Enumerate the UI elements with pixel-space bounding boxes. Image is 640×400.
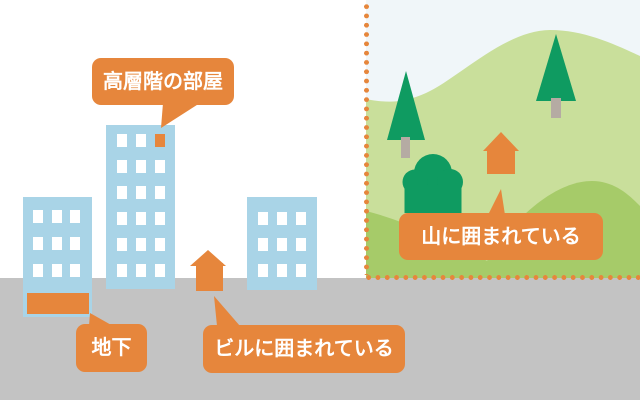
pine-tree-left-trunk — [401, 137, 410, 158]
mountain-house-roof — [483, 129, 519, 151]
window — [154, 264, 165, 277]
window — [135, 212, 146, 225]
label-surrounded-by-buildings: ビルに囲まれている — [203, 325, 405, 373]
panel-dotted-border-left — [363, 2, 369, 275]
building-tall-center — [106, 125, 175, 289]
window — [33, 210, 43, 223]
label-basement: 地下 — [76, 324, 147, 372]
window — [51, 237, 62, 250]
window — [33, 264, 43, 277]
label-surrounded-by-buildings-text: ビルに囲まれている — [214, 338, 394, 360]
window — [70, 237, 80, 250]
window — [135, 134, 146, 147]
city-house — [196, 263, 223, 291]
pine-tree-left-icon — [387, 68, 425, 140]
window — [277, 238, 287, 251]
window — [116, 186, 127, 199]
building-right — [247, 197, 317, 290]
building-left — [23, 197, 92, 317]
window — [116, 134, 127, 147]
window — [70, 264, 80, 277]
window — [51, 210, 62, 223]
building-tall-windows — [106, 125, 175, 277]
window — [258, 238, 268, 251]
high-floor-room-window — [154, 134, 165, 147]
window — [33, 237, 43, 250]
building-left-windows — [23, 197, 92, 277]
mountain-house — [487, 148, 515, 174]
pine-tree-right-trunk — [551, 98, 561, 118]
window — [154, 160, 165, 173]
panel-dotted-border-bottom — [364, 275, 640, 280]
window — [70, 210, 80, 223]
window — [135, 186, 146, 199]
window — [154, 212, 165, 225]
window — [116, 160, 127, 173]
window — [277, 264, 287, 277]
window — [116, 212, 127, 225]
window — [135, 160, 146, 173]
window — [135, 264, 146, 277]
window — [296, 212, 306, 225]
basement-highlight — [27, 293, 89, 314]
window — [296, 264, 306, 277]
label-high-floor-room-text: 高層階の部屋 — [103, 70, 223, 93]
city-house-roof — [190, 247, 226, 266]
window — [51, 264, 62, 277]
window — [154, 238, 165, 251]
label-surrounded-by-mountains-text: 山に囲まれている — [421, 225, 581, 248]
label-surrounded-by-mountains: 山に囲まれている — [399, 213, 603, 260]
window — [258, 264, 268, 277]
pine-tree-right-icon — [536, 31, 576, 101]
label-high-floor-room: 高層階の部屋 — [92, 58, 234, 105]
window — [116, 238, 127, 251]
building-right-windows — [247, 197, 317, 277]
window — [135, 238, 146, 251]
window — [116, 264, 127, 277]
label-basement-text: 地下 — [91, 337, 132, 359]
window — [258, 212, 268, 225]
bush-icon — [402, 154, 463, 213]
window — [277, 212, 287, 225]
window — [296, 238, 306, 251]
window — [154, 186, 165, 199]
